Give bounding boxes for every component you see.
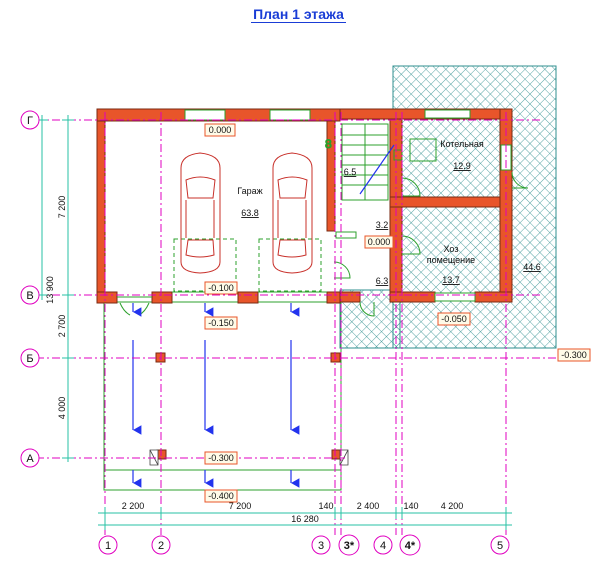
dim-total-h: 16 280 xyxy=(291,514,319,524)
dim-2400: 2 400 xyxy=(357,501,380,511)
room-vestibule-area: 6.3 xyxy=(376,276,389,286)
axis-label-1: 1 xyxy=(105,540,111,552)
dim-v-7200: 7 200 xyxy=(57,196,67,219)
dim-v-4000: 4 000 xyxy=(57,397,67,420)
dim-140-b: 140 xyxy=(403,501,418,511)
axis-label-4: 4 xyxy=(380,540,386,552)
level-garage: 0.000 xyxy=(209,125,232,135)
svg-text:8: 8 xyxy=(325,137,332,151)
parking-guides xyxy=(173,238,322,292)
dim-v-2700: 2 700 xyxy=(57,315,67,338)
level-terrace: -0.300 xyxy=(561,350,587,360)
axis-label-3: 3 xyxy=(318,540,324,552)
stair: 8 xyxy=(325,123,395,201)
level-boxes xyxy=(204,123,591,503)
level-bottom: -0.400 xyxy=(208,491,234,501)
axis-label-4star: 4* xyxy=(405,540,416,552)
level-axis-a: -0.300 xyxy=(208,453,234,463)
room-hall-area: 3.2 xyxy=(376,220,389,230)
dim-140-a: 140 xyxy=(318,501,333,511)
page-title: План 1 этажа xyxy=(0,6,597,23)
level-storage-sill: -0.050 xyxy=(441,314,467,324)
windows xyxy=(184,109,512,302)
axis-label-3star: 3* xyxy=(344,540,355,552)
axis-label-5: 5 xyxy=(497,540,503,552)
level-hall: 0.000 xyxy=(368,237,391,247)
axis-lines xyxy=(36,112,560,535)
level-gate: -0.100 xyxy=(208,283,234,293)
room-storage-name-line1: Хоз xyxy=(444,244,459,254)
level-apron: -0.150 xyxy=(208,318,234,328)
dimension-lines xyxy=(36,115,512,530)
car-icon xyxy=(272,152,313,274)
room-storage-area: 13.7 xyxy=(442,275,460,285)
room-garage-name: Гараж xyxy=(237,186,262,196)
axis-label-a: А xyxy=(26,453,34,465)
room-terrace-area: 44.6 xyxy=(523,262,541,272)
room-boiler-area: 12.9 xyxy=(453,161,471,171)
page-title-text: План 1 этажа xyxy=(251,6,346,23)
axis-label-v: В xyxy=(26,290,33,302)
slope-arrows xyxy=(132,303,300,488)
room-boiler-name: Котельная xyxy=(440,139,484,149)
dim-7200: 7 200 xyxy=(229,501,252,511)
room-stair-area: 6.5 xyxy=(344,167,357,177)
interior-fixtures xyxy=(333,138,529,279)
axis-label-g: Г xyxy=(27,115,33,127)
axis-label-2: 2 xyxy=(158,540,164,552)
room-storage-name-line2: помещение xyxy=(427,255,475,265)
dim-2200: 2 200 xyxy=(122,501,145,511)
room-garage-area: 63.8 xyxy=(241,208,259,218)
dim-4200: 4 200 xyxy=(441,501,464,511)
axis-label-b: Б xyxy=(26,353,33,365)
axis-markers xyxy=(20,110,510,556)
dim-total-v: 13 900 xyxy=(45,276,55,304)
car-icon xyxy=(180,152,221,274)
columns xyxy=(155,352,342,460)
